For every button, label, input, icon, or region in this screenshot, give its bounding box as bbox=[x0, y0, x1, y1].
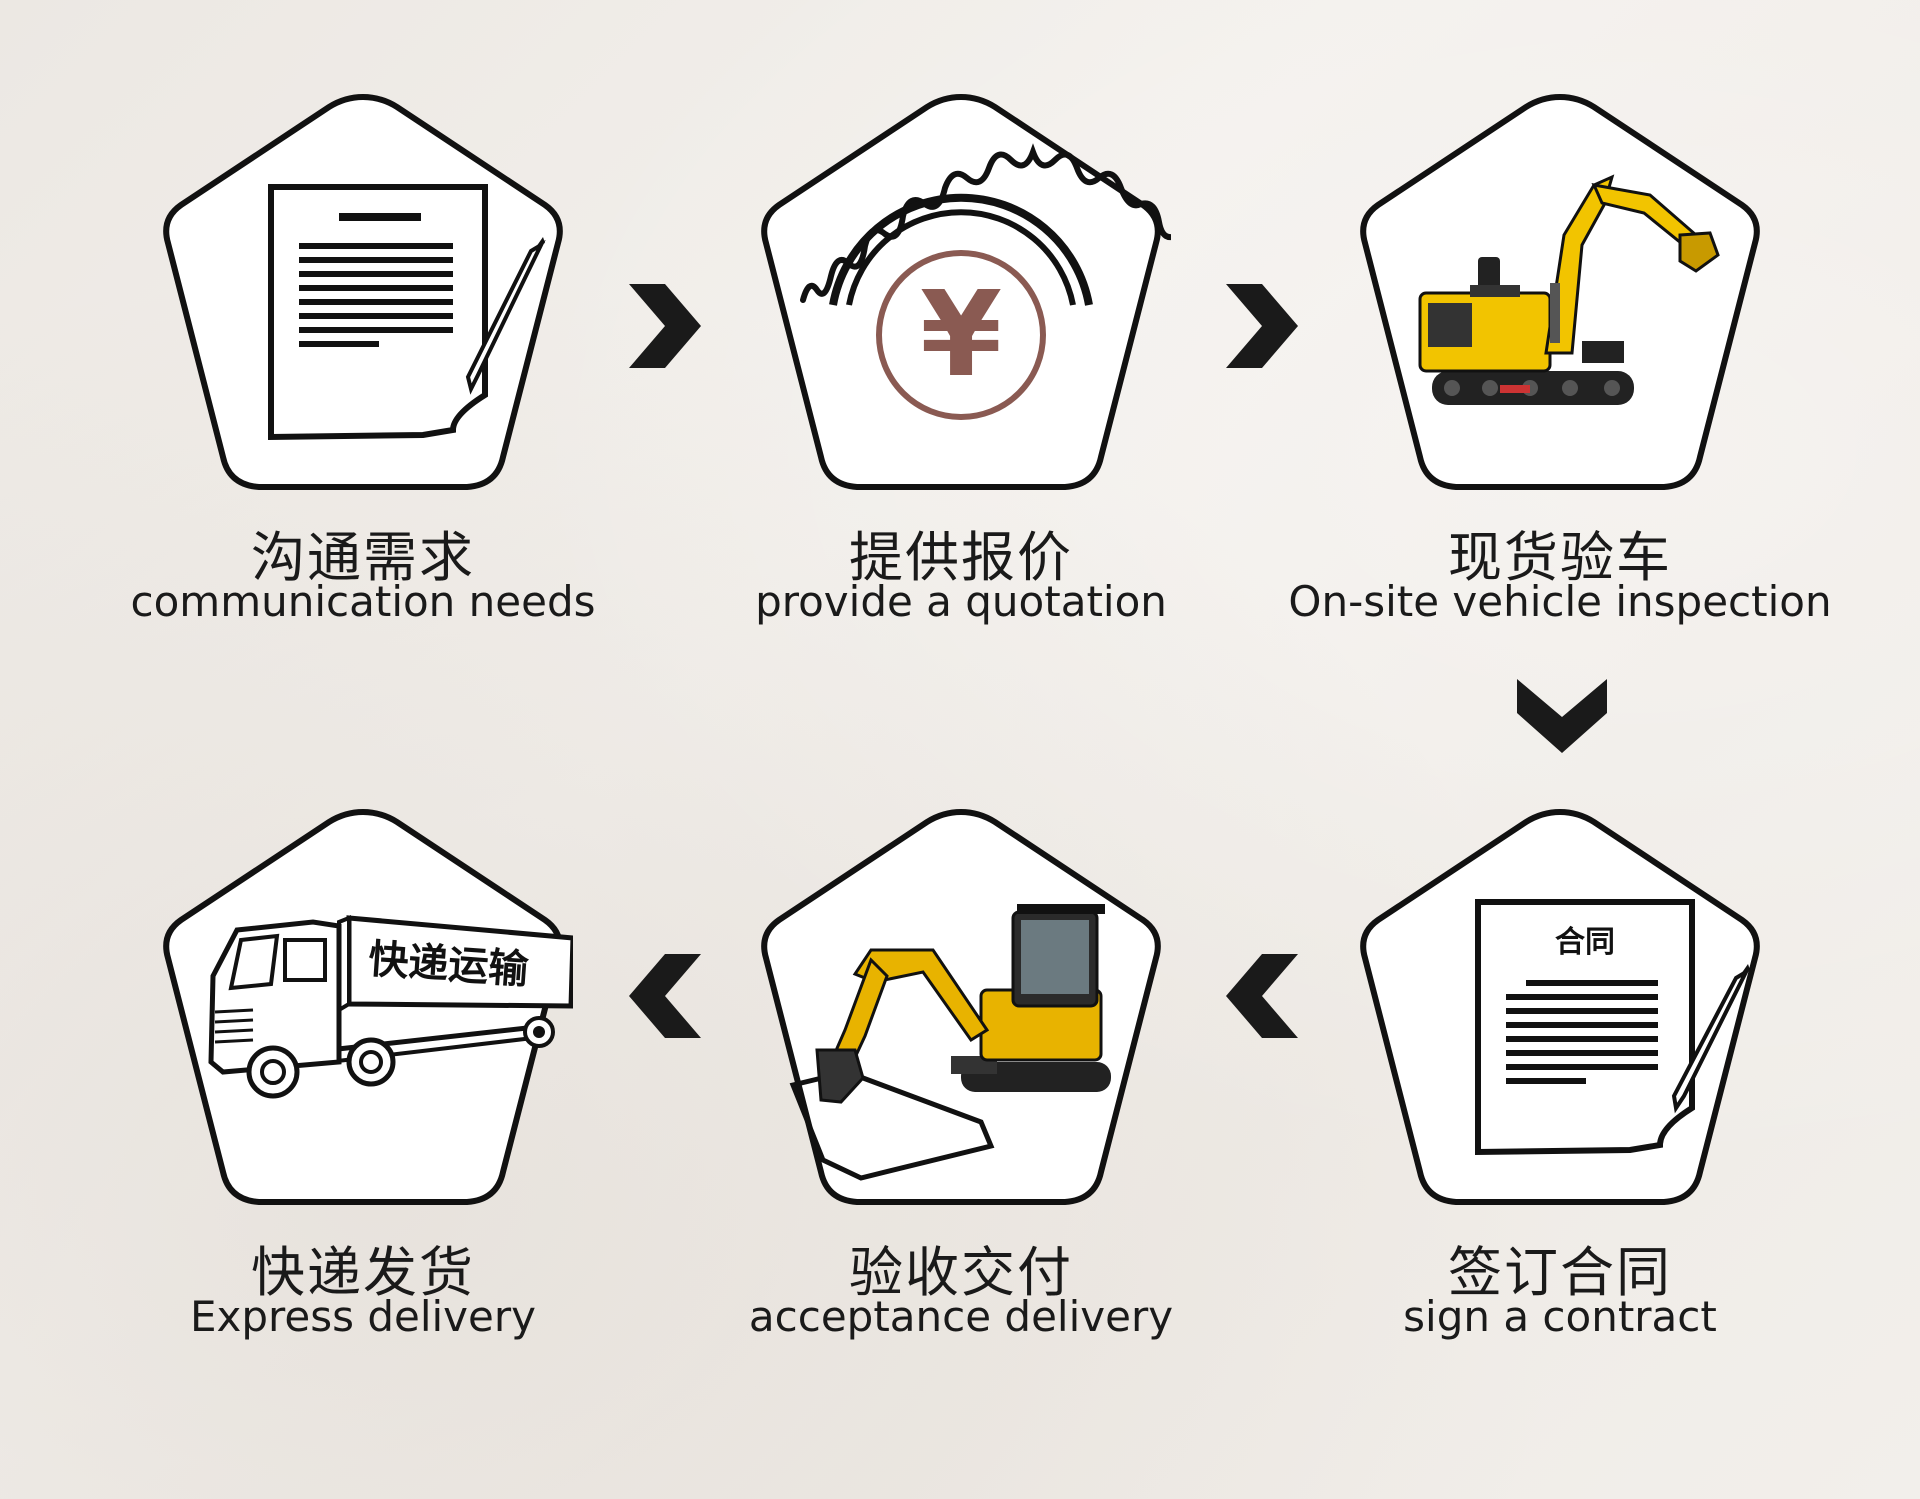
step-title-en: communication needs bbox=[130, 577, 596, 626]
mini-excavator-icon bbox=[1418, 174, 1720, 405]
pentagon-frame bbox=[153, 85, 573, 505]
step-title-cn: 沟通需求 bbox=[251, 526, 475, 589]
step-title-en: Express delivery bbox=[189, 1292, 536, 1341]
step-title-cn: 提供报价 bbox=[849, 526, 1073, 589]
chevron-right-icon bbox=[1226, 284, 1298, 368]
chevron-left-icon bbox=[629, 954, 701, 1038]
step-title-cn: 签订合同 bbox=[1448, 1241, 1672, 1304]
step-title-cn: 快递发货 bbox=[251, 1241, 475, 1304]
chevron-down-icon bbox=[1517, 679, 1607, 753]
pentagon-frame bbox=[1350, 85, 1770, 505]
yuan-symbol: ¥ bbox=[920, 265, 1002, 403]
step-title-en: On-site vehicle inspection bbox=[1288, 577, 1832, 626]
chevron-left-icon bbox=[1226, 954, 1298, 1038]
contract-document-icon: 合同 bbox=[1475, 899, 1751, 1156]
truck-icon: 快递运输 bbox=[208, 915, 573, 1099]
step-title-cn: 现货验车 bbox=[1448, 526, 1672, 589]
step-title-en: provide a quotation bbox=[755, 577, 1167, 626]
step-title-cn: 验收交付 bbox=[849, 1241, 1073, 1304]
truck-cargo-text: 快递运输 bbox=[367, 936, 531, 993]
pentagon-frame: 合同 bbox=[1350, 800, 1770, 1220]
pentagon-frame: 快递运输 bbox=[153, 800, 573, 1220]
contract-title: 合同 bbox=[1555, 925, 1615, 960]
step-title-en: sign a contract bbox=[1403, 1292, 1717, 1341]
yuan-quotation-icon: ¥ bbox=[800, 143, 1171, 420]
document-pen-icon bbox=[268, 184, 546, 441]
pentagon-frame: ¥ bbox=[751, 85, 1171, 505]
excavator-icon bbox=[789, 904, 1111, 1181]
step-title-en: acceptance delivery bbox=[748, 1292, 1174, 1341]
chevron-right-icon bbox=[629, 284, 701, 368]
pentagon-frame bbox=[751, 800, 1171, 1220]
